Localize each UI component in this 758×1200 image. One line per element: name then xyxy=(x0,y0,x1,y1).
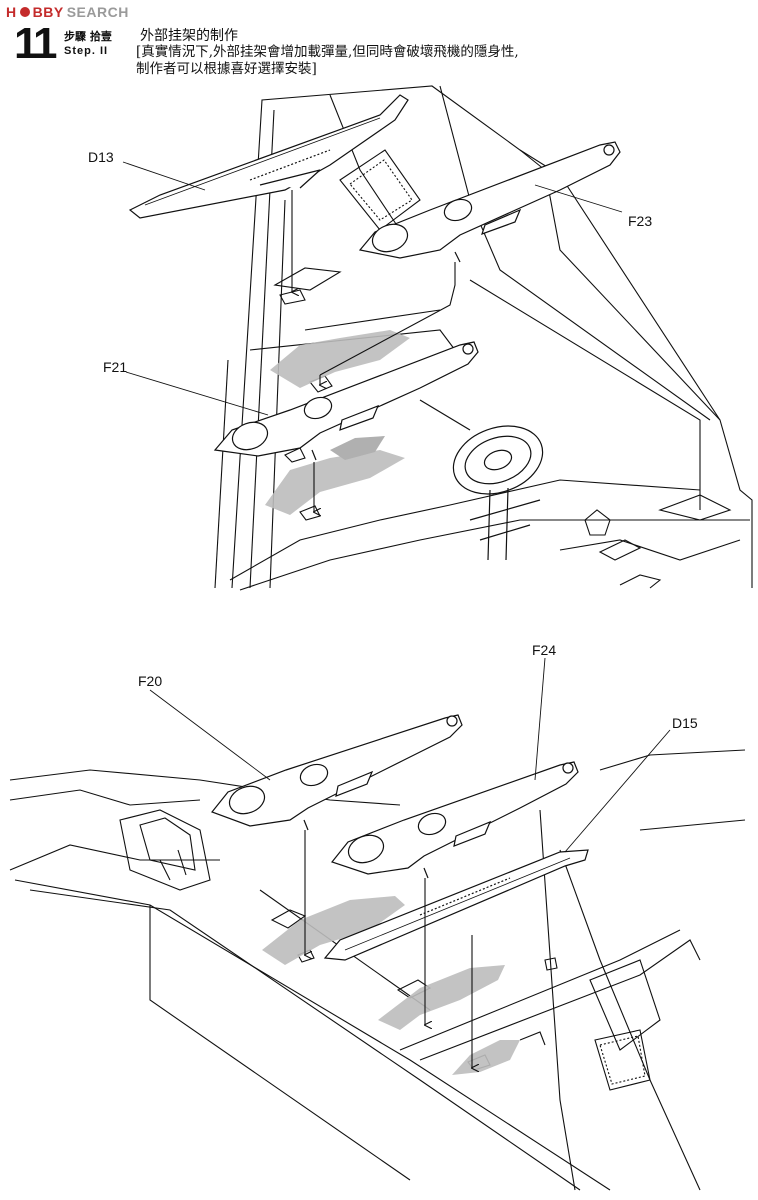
lower-wing-panel xyxy=(9,749,746,1191)
label-f23: F23 xyxy=(628,213,652,229)
label-d15: D15 xyxy=(672,715,698,731)
label-d13: D13 xyxy=(88,149,114,165)
part-d13-missile-rail xyxy=(128,94,409,219)
watermark-text-bby: BBY xyxy=(32,4,64,20)
step-note-line-2: 制作者可以根據喜好選擇安裝] xyxy=(136,61,317,77)
step-title: 外部挂架的制作 xyxy=(140,28,238,44)
watermark-text-search: SEARCH xyxy=(66,4,129,20)
part-d15-missile-rail xyxy=(323,849,589,961)
step-number: 11 xyxy=(14,19,57,68)
main-landing-gear xyxy=(419,399,544,561)
watermark-text-h: H xyxy=(6,4,17,20)
upper-mount-shading xyxy=(265,330,410,515)
part-f21-pylon xyxy=(213,341,479,461)
part-f20-pylon xyxy=(211,714,463,831)
step-note-line-1: [真實情況下,外部挂架會增加載彈量,但同時會破壞飛機的隱身性, xyxy=(136,44,519,60)
part-f23-pylon xyxy=(358,141,621,263)
label-f21: F21 xyxy=(103,359,127,375)
upper-leader-lines xyxy=(122,161,623,416)
lower-leader-lines xyxy=(149,657,671,853)
hobbysearch-watermark: H BBY SEARCH xyxy=(6,4,129,20)
step-label: 步驟 拾壹 xyxy=(64,30,112,43)
label-f20: F20 xyxy=(138,673,162,689)
step-sublabel: Step. II xyxy=(64,45,109,57)
watermark-o-icon xyxy=(19,7,30,17)
lower-assembly-arrows xyxy=(305,830,472,1068)
label-f24: F24 xyxy=(532,642,556,658)
upper-assembly-arrows xyxy=(292,190,456,512)
lower-mount-shading xyxy=(262,896,520,1075)
step-note: [真實情況下,外部挂架會增加載彈量,但同時會破壞飛機的隱身性, 制作者可以根據喜… xyxy=(136,44,616,78)
part-f24-pylon xyxy=(330,761,579,879)
